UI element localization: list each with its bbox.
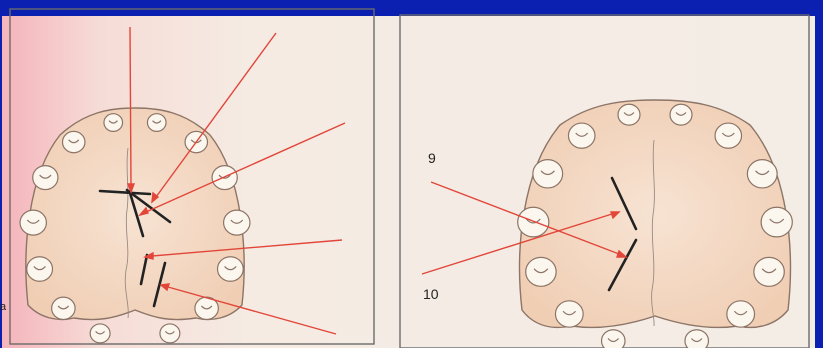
beam-arrow [130,27,131,186]
arrow-label-10: 10 [423,287,439,301]
palate-shape [520,100,791,328]
dental-arch-left [20,108,250,343]
dental-arch-right [518,100,793,348]
arrow-label-9: 9 [428,151,436,165]
panel-label-a: a [0,302,6,313]
